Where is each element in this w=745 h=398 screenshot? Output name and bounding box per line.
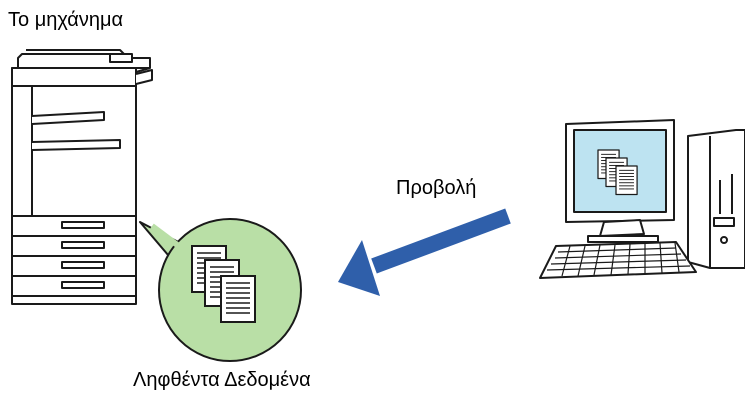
- computer-icon: [539, 119, 745, 279]
- view-label: Προβολή: [396, 177, 477, 199]
- machine-label: Το μηχάνημα: [8, 9, 124, 31]
- machine-icon: [11, 49, 153, 305]
- received-data-label: Ληφθέντα Δεδομένα: [133, 369, 311, 391]
- received-data-bubble: [139, 218, 302, 362]
- arrow-icon: [338, 208, 511, 296]
